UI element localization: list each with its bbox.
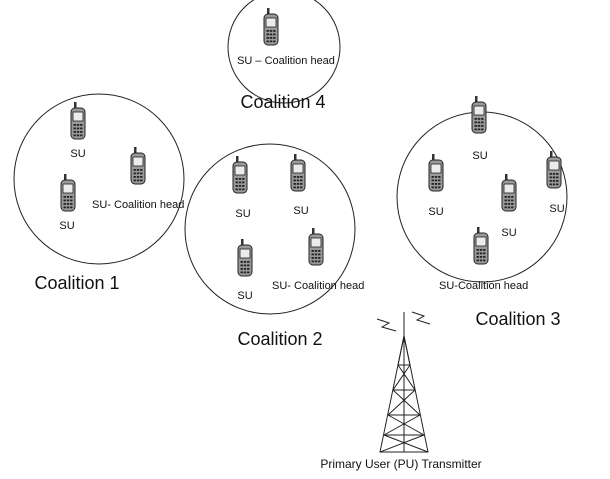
coalition-1-caption: Coalition 1: [34, 273, 119, 293]
coalition-3-member-label: SU: [428, 206, 443, 218]
coalition-3-member-label: SU: [472, 150, 487, 162]
coalition-3-member-label: SU: [501, 227, 516, 239]
mobile-phone-icon: [428, 153, 444, 192]
radio-tower-icon: [376, 311, 431, 453]
coalition-2-member-label: SU: [237, 290, 252, 302]
mobile-phone-icon: [546, 150, 562, 189]
transmitter-label: Primary User (PU) Transmitter: [320, 457, 481, 471]
coalition-1-circle: [13, 93, 185, 265]
coalition-4-circle: [227, 0, 341, 104]
coalition-1-member-label: SU: [70, 148, 85, 160]
coalition-2-head-label: SU- Coalition head: [272, 280, 364, 292]
coalition-1-head-label: SU- Coalition head: [92, 199, 184, 211]
mobile-phone-icon: [308, 227, 324, 266]
mobile-phone-icon: [232, 155, 248, 194]
coalition-2-member-label: SU: [235, 208, 250, 220]
mobile-phone-icon: [70, 101, 86, 140]
coalition-1-member-label: SU: [59, 220, 74, 232]
coalition-1: SU SU- Coalition head SU Coalition 1: [13, 93, 185, 293]
coalition-2-caption: Coalition 2: [237, 329, 322, 349]
coalition-4-caption: Coalition 4: [240, 92, 325, 112]
coalition-2-member-label: SU: [293, 205, 308, 217]
coalition-4: SU – Coalition head Coalition 4: [227, 0, 341, 112]
mobile-phone-icon: [263, 7, 279, 46]
mobile-phone-icon: [237, 238, 253, 277]
coalition-2: SU SU SU SU- Coalition head Coalition 2: [184, 143, 364, 349]
mobile-phone-icon: [130, 146, 146, 185]
mobile-phone-icon: [471, 95, 487, 134]
mobile-phone-icon: [290, 153, 306, 192]
coalition-3: SU SU SU SU SU-Coalition head Coalition …: [396, 95, 568, 329]
coalition-3-head-label: SU-Coalition head: [439, 280, 528, 292]
coalition-2-circle: [184, 143, 356, 315]
mobile-phone-icon: [501, 173, 517, 212]
coalition-3-caption: Coalition 3: [475, 309, 560, 329]
coalition-3-member-label: SU: [549, 203, 564, 215]
coalition-4-head-label: SU – Coalition head: [237, 55, 335, 67]
mobile-phone-icon: [473, 226, 489, 265]
mobile-phone-icon: [60, 173, 76, 212]
